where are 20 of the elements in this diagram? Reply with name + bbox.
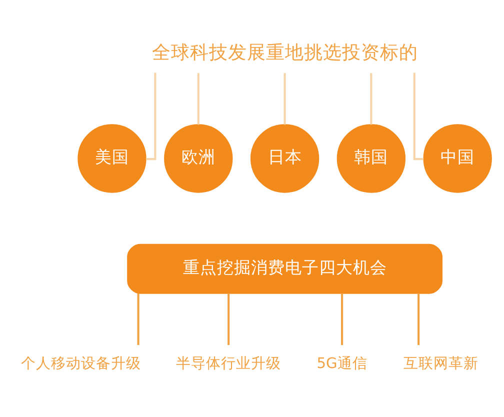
connector	[228, 292, 230, 345]
node-circle: 韩国	[336, 124, 406, 192]
node-box: 重点挖掘消费电子四大机会	[127, 243, 442, 294]
node-circle: 欧洲	[164, 124, 233, 192]
connector	[413, 72, 424, 160]
connector	[284, 72, 286, 124]
connector	[146, 72, 156, 160]
node-text: 全球科技发展重地挑选投资标的	[152, 42, 418, 63]
connector	[197, 72, 200, 124]
connector	[341, 292, 344, 345]
node-text: 半导体行业升级	[176, 354, 282, 372]
node-circle: 美国	[78, 124, 146, 192]
node-text: 5G通信	[316, 354, 368, 372]
node-circle: 日本	[250, 124, 320, 192]
connector	[137, 292, 140, 345]
node-circle: 中国	[423, 124, 492, 192]
node-text: 个人移动设备升级	[20, 354, 141, 372]
connector	[418, 292, 420, 345]
connector	[370, 72, 372, 124]
node-text: 互联网革新	[403, 354, 478, 372]
